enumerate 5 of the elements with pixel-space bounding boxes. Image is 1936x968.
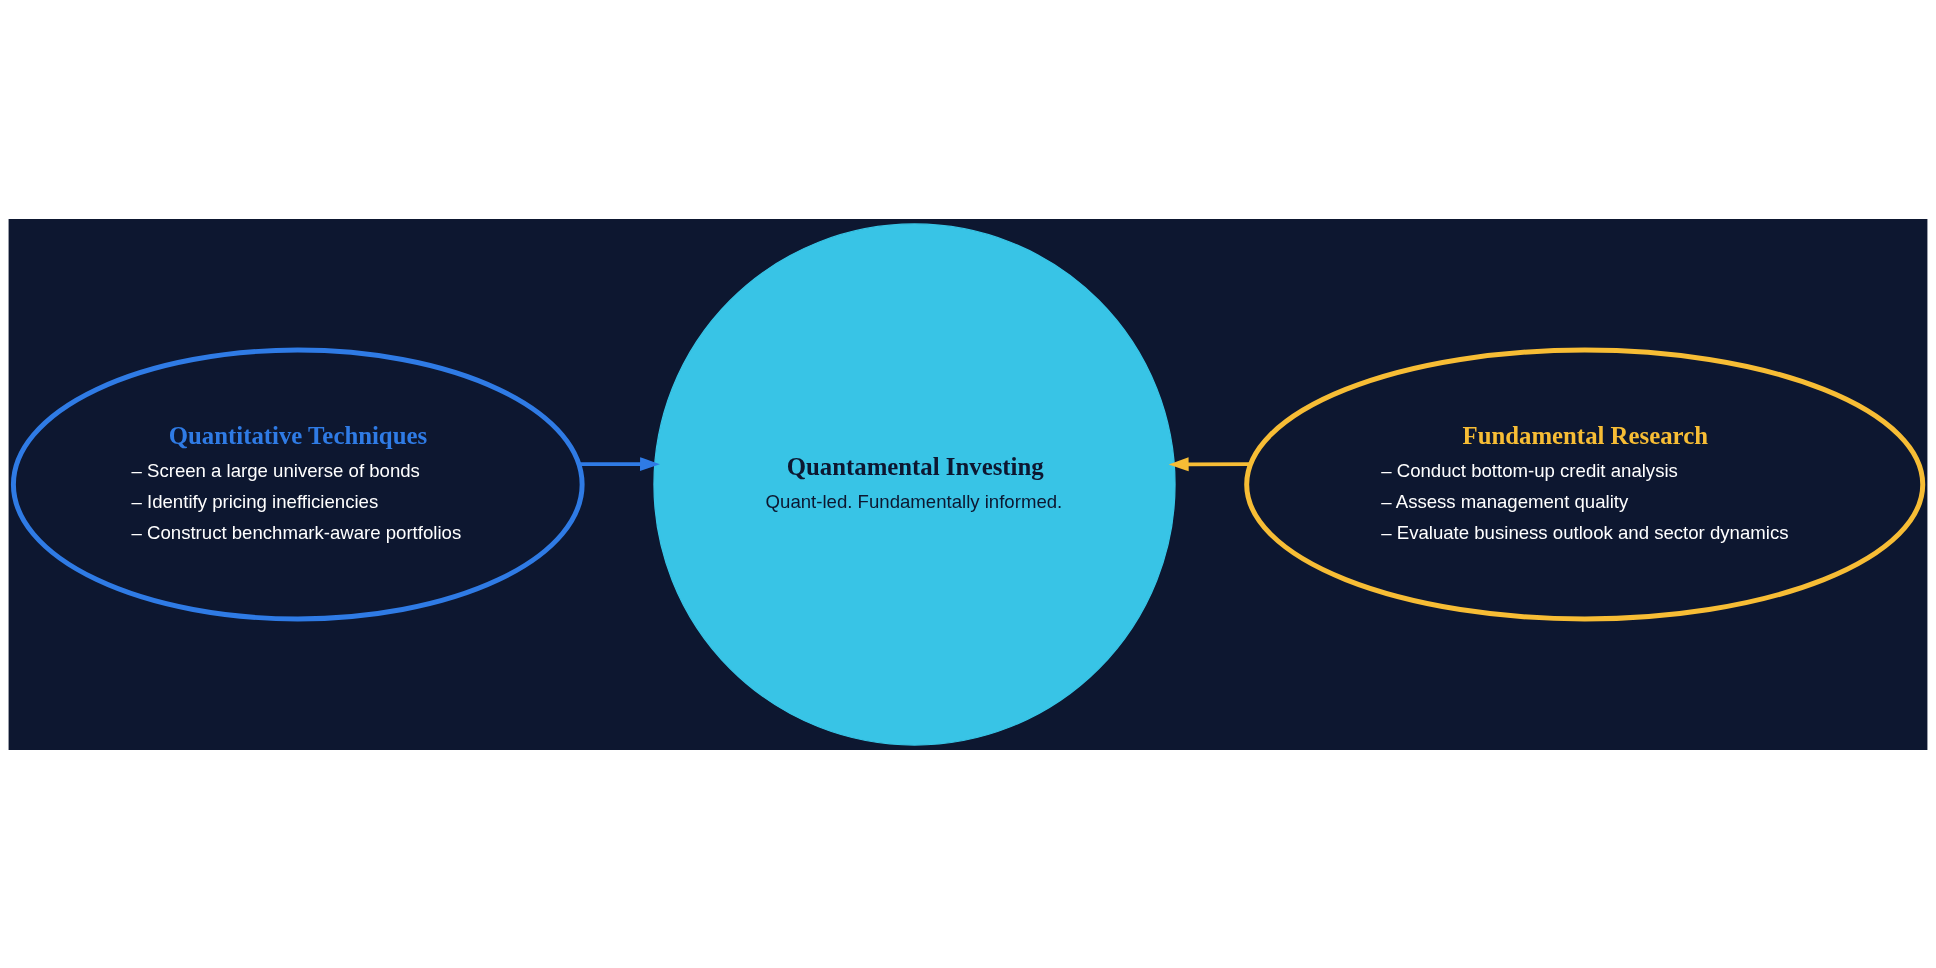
arrow: [578, 456, 660, 471]
node-circle: Quantamental Investing Quant-led. Fundamentally informed.: [653, 222, 1176, 746]
node-ellipse: Quantitative Techniques – Screen a large universe of bonds – Identify pricing inefficiencies – Construct benchmark-aware portfolios: [10, 347, 585, 621]
node-ellipse: Fundamental Research – Conduct bottom-up credit analysis – Assess management quality – Evaluate business outlook and sector dynamics: [1244, 347, 1926, 621]
arrow: [1168, 456, 1251, 471]
